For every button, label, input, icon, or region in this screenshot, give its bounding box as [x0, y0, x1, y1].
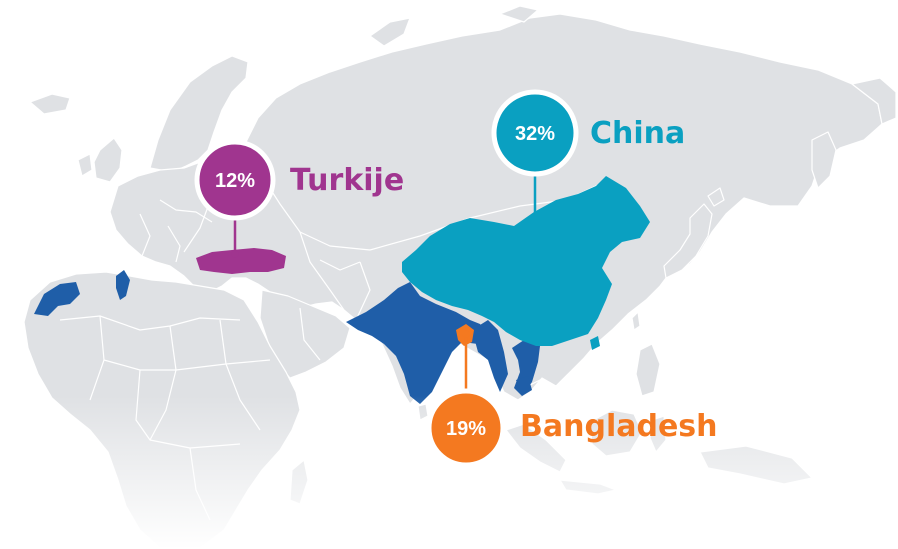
callout-value-turkije: 12% [215, 170, 255, 192]
callout-turkije: 12% Turkije [194, 139, 404, 258]
callout-label-bangladesh: Bangladesh [520, 409, 718, 444]
callout-label-china: China [590, 116, 685, 151]
callout-value-bangladesh: 19% [446, 418, 486, 440]
callout-bubble-turkije [194, 139, 276, 221]
callout-value-china: 32% [515, 123, 555, 145]
callout-marker-bangladesh [462, 330, 470, 338]
callout-china: 32% China [491, 89, 685, 252]
callout-bubble-china [491, 89, 579, 177]
callout-label-turkije: Turkije [290, 163, 404, 198]
callout-marker-turkije [231, 250, 239, 258]
callout-bubble-bangladesh [426, 388, 506, 468]
callout-marker-china [531, 244, 539, 252]
callout-bangladesh: 19% Bangladesh [426, 330, 718, 468]
